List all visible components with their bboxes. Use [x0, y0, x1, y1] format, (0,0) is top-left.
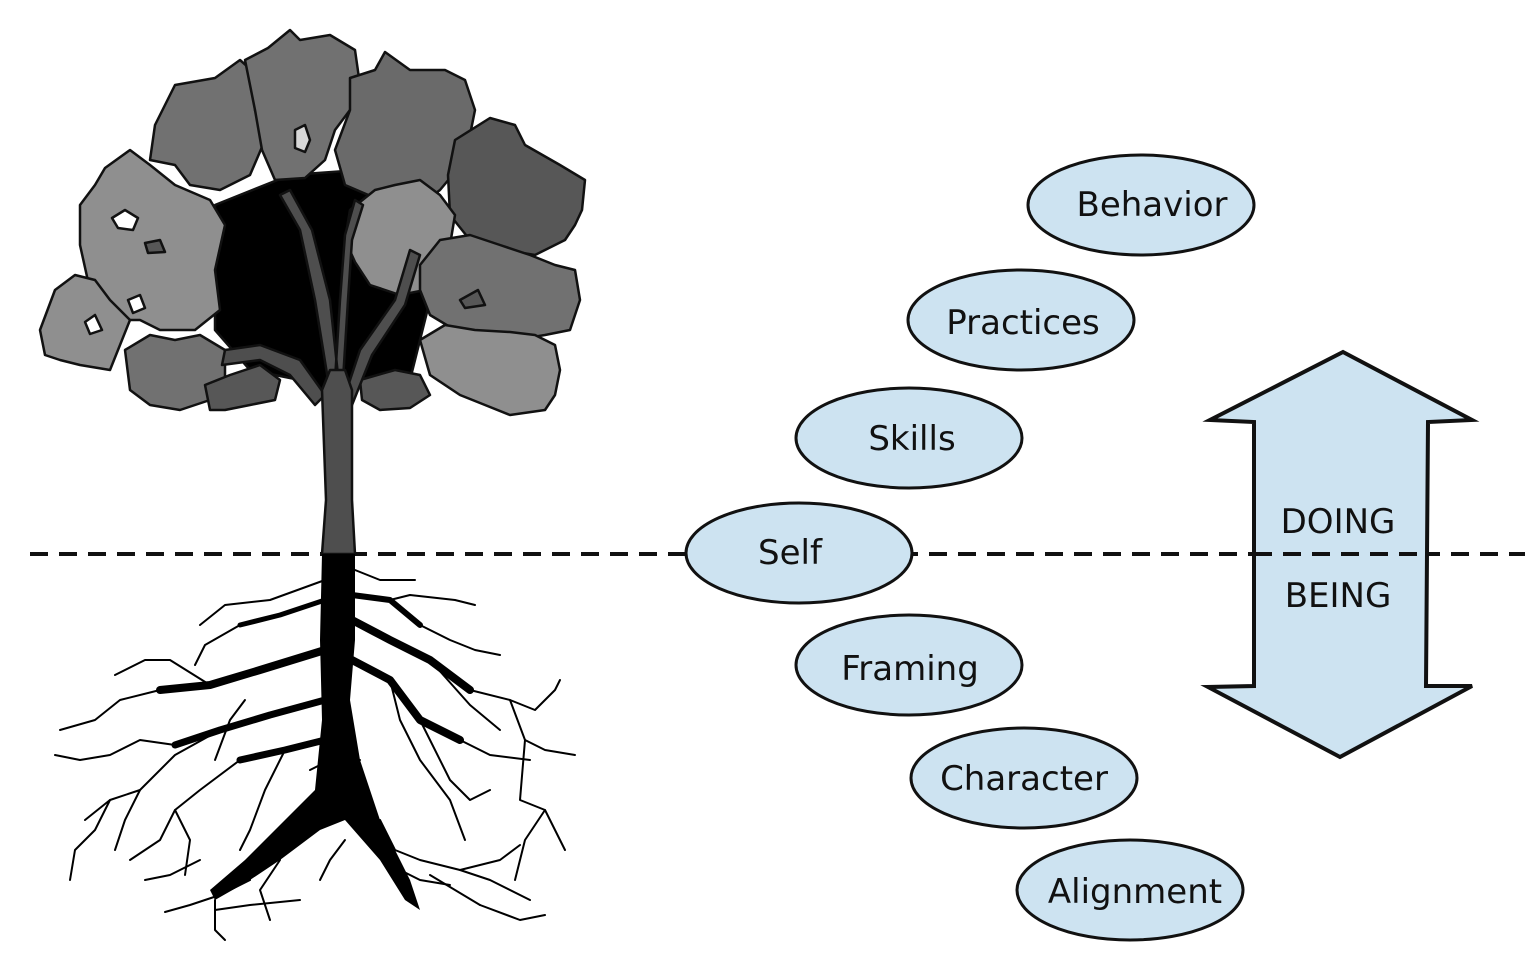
foliage-gap — [143, 238, 167, 255]
concept-bubbles: Behavior Practices Skills Self Framing C… — [684, 153, 1256, 942]
foliage-clump — [78, 148, 227, 332]
bubble-practices: Practices — [906, 268, 1136, 372]
foliage-gap — [458, 288, 487, 310]
being-label: BEING — [1285, 576, 1392, 616]
foliage-clump — [418, 323, 562, 417]
bubble-label: Behavior — [1077, 185, 1228, 225]
bubble-label: Framing — [841, 649, 979, 689]
bubble-label: Self — [758, 533, 823, 573]
bubble-character: Character — [909, 726, 1139, 830]
doing-label: DOING — [1281, 502, 1396, 542]
tree-branches — [220, 188, 422, 407]
foliage-gap — [110, 208, 140, 232]
bubble-label: Alignment — [1048, 872, 1222, 912]
foliage-clump — [358, 368, 432, 412]
bubble-behavior: Behavior — [1026, 153, 1256, 257]
bubble-framing: Framing — [794, 613, 1024, 717]
bubble-self: Self — [684, 501, 914, 605]
main-roots — [156, 592, 474, 764]
foliage-clump — [418, 233, 582, 342]
foliage-gap — [126, 293, 147, 315]
bubble-label: Practices — [946, 303, 1100, 343]
foliage-clump — [446, 116, 587, 257]
doing-being-arrow: DOING BEING — [1200, 349, 1480, 760]
bubble-alignment: Alignment — [1015, 838, 1245, 942]
foliage-clump — [203, 363, 282, 412]
foliage-gap — [83, 313, 104, 336]
fine-roots — [54, 569, 576, 941]
tree-trunk — [320, 368, 357, 556]
foliage-gap — [293, 123, 312, 154]
bubble-skills: Skills — [794, 386, 1024, 490]
tree-root-trunk — [210, 554, 420, 910]
double-arrow-icon — [1200, 349, 1480, 760]
tree-illustration — [38, 28, 587, 941]
bubble-label: Character — [940, 759, 1108, 799]
bubble-label: Skills — [868, 419, 955, 459]
